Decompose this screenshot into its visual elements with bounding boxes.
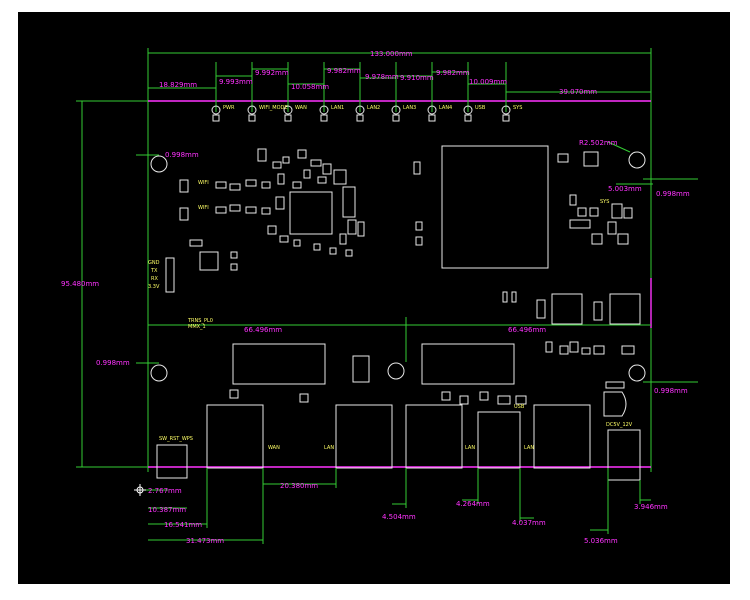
dim-mid-right: 66.496mm (508, 326, 546, 334)
dim-bot-3: 16.541mm (164, 521, 202, 529)
dim-hole-left-lower: 0.998mm (96, 359, 130, 367)
dim-top-h: 10.009mm (469, 78, 507, 86)
magnetics (229, 343, 527, 405)
board-outline (147, 52, 652, 472)
dim-hole-right-lower: 0.998mm (654, 387, 688, 395)
dim-overall-height (76, 100, 148, 468)
dim-mid-left: 66.496mm (244, 326, 282, 334)
dim-top-g: 9.982mm (436, 69, 470, 77)
sw-label: SW_RST_WPS (159, 436, 193, 442)
dim-bot-8: 4.037mm (512, 519, 546, 527)
pcb-canvas: 133.000mm 18.829mm 9.993mm 9.992mm 10.05… (18, 12, 730, 584)
dim-top-e: 9.978mm (365, 73, 399, 81)
tag-b: MMX_1 (188, 324, 206, 330)
aux-label: SYS (600, 199, 609, 205)
dim-top-a: 9.993mm (219, 78, 253, 86)
pcb-drawing: 133.000mm 18.829mm 9.993mm 9.992mm 10.05… (61, 48, 698, 545)
dc-label: DC5V_12V (606, 422, 633, 428)
pin-33v: 3.3V (148, 284, 160, 290)
pin-gnd: GND (148, 260, 160, 266)
ant-label-1: WIFI (198, 180, 209, 186)
pin-tx: TX (150, 268, 158, 274)
power-area (502, 151, 641, 325)
dim-hole-right-upper-x: 5.003mm (608, 185, 642, 193)
pin-rx: RX (151, 276, 158, 282)
dim-corner-radius: R2.502mm (579, 139, 618, 147)
dim-hole-left-upper: 0.998mm (165, 151, 199, 159)
dim-top-rows (148, 62, 651, 112)
dim-bot-10: 3.946mm (634, 503, 668, 511)
dim-bottom (140, 468, 651, 544)
dim-bot-6: 4.504mm (382, 513, 416, 521)
rj45-ports (156, 404, 641, 481)
ant-label-2: WIFI (198, 205, 209, 211)
dim-overall-height-text: 95.480mm (61, 280, 99, 288)
dim-top-b: 9.992mm (255, 69, 289, 77)
dim-bot-1: 2.767mm (148, 487, 182, 495)
led-label-5: LAN2 (367, 105, 380, 111)
led-row (211, 105, 511, 122)
port-lan1: LAN (324, 445, 334, 451)
port-wan: WAN (268, 445, 280, 451)
left-component-cluster (165, 148, 423, 293)
dim-bot-4: 31.473mm (186, 537, 224, 545)
led-label-7: LAN4 (439, 105, 452, 111)
right-lower-parts (545, 341, 635, 417)
dim-overall-width (147, 48, 652, 58)
dim-bot-2: 10.387mm (148, 506, 186, 514)
dim-top-offset-left: 18.829mm (159, 81, 197, 89)
origin-marker (134, 484, 146, 496)
led-label-8: USB (475, 105, 486, 111)
led-label-9: SYS (513, 105, 522, 111)
port-lan3: LAN (524, 445, 534, 451)
hole-dim-lines (136, 141, 698, 383)
usb-label: USB (514, 404, 525, 410)
dim-bot-9: 5.036mm (584, 537, 618, 545)
led-label-1: PWR (223, 105, 235, 111)
led-label-2: WIFI_MODE (259, 105, 288, 111)
dim-bot-7: 4.264mm (456, 500, 490, 508)
dim-middle (148, 317, 651, 362)
led-label-3: WAN (295, 105, 307, 111)
led-label-4: LAN1 (331, 105, 344, 111)
soc-chip (441, 145, 549, 269)
port-lan2: LAN (465, 445, 475, 451)
tag-a: TRNS_PL0 (187, 318, 213, 324)
led-label-6: LAN3 (403, 105, 416, 111)
dim-top-f: 9.910mm (400, 74, 434, 82)
dim-top-d: 9.982mm (327, 67, 361, 75)
dim-bot-5: 20.380mm (280, 482, 318, 490)
mounting-holes (150, 151, 646, 382)
dim-overall-width-text: 133.000mm (370, 50, 413, 58)
dim-hole-right-upper-y: 0.998mm (656, 190, 690, 198)
dim-top-right: 39.070mm (559, 88, 597, 96)
dim-top-c: 10.058mm (291, 83, 329, 91)
